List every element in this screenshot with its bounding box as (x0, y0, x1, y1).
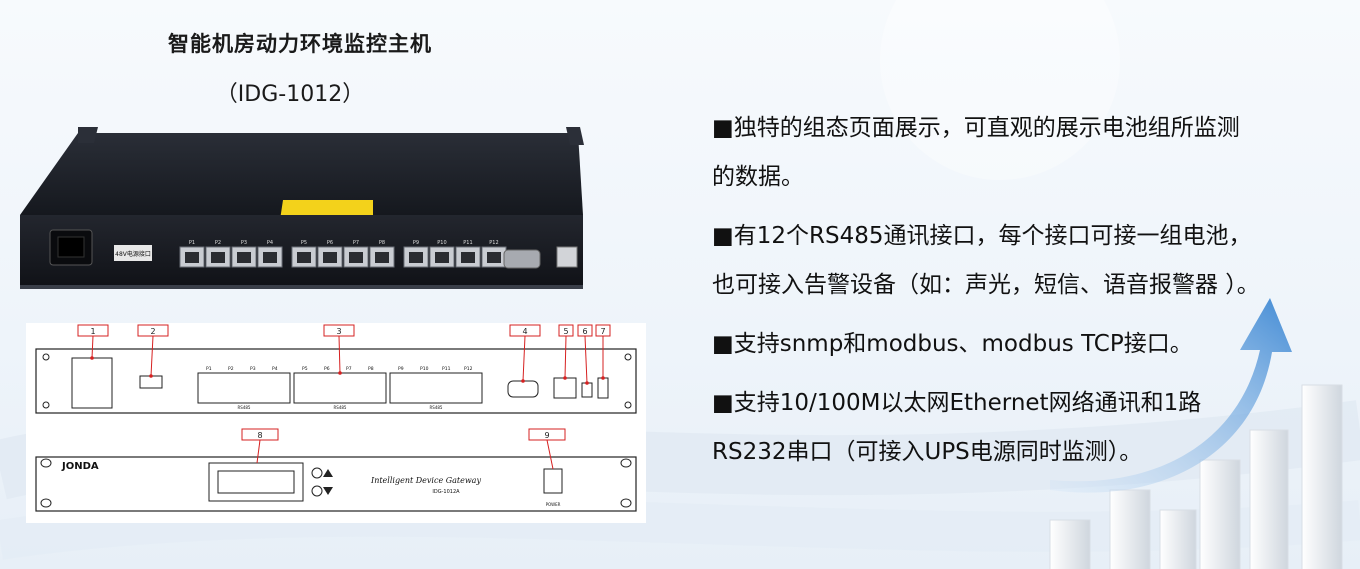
photo-port-label: P1 (189, 240, 195, 246)
rear-port-label: P12 (464, 366, 473, 372)
callout-leader (150, 335, 154, 377)
rj45-port-opening (487, 252, 501, 263)
callout-leader (522, 335, 526, 382)
rear-port-label: P7 (346, 366, 352, 372)
lcd-screen (217, 470, 295, 494)
callout-leader (91, 335, 94, 359)
callout-number: 6 (582, 327, 587, 336)
rear-port-label: P1 (206, 366, 212, 372)
rear-port-label: P10 (420, 366, 429, 372)
callout-number: 2 (150, 327, 155, 336)
callout-dot (338, 371, 342, 375)
callout-number: 1 (90, 327, 95, 336)
rj45-port-opening (237, 252, 251, 263)
callout-number: 4 (522, 327, 527, 336)
photo-port-label: P4 (267, 240, 273, 246)
photo-port-label: P8 (379, 240, 385, 246)
front-panel-outline (35, 456, 637, 512)
callout-dot (521, 379, 525, 383)
rear-port-label: P8 (368, 366, 374, 372)
rj45-port-opening (263, 252, 277, 263)
callout-number: 8 (257, 431, 262, 440)
feature-item: ■支持10/100M以太网Ethernet网络通讯和1路 RS232串口（可接入… (712, 379, 1352, 477)
rear-panel-outline (35, 348, 637, 414)
callout-dot (149, 374, 153, 378)
front-device-name: Intelligent Device Gateway (370, 476, 481, 485)
feature-line: 也可接入告警设备（如：声光，短信、语音报警器 ）。 (712, 272, 1260, 298)
photo-port-label: P5 (301, 240, 307, 246)
rj45-port-opening (349, 252, 363, 263)
rear-port-label: P2 (228, 366, 234, 372)
callout-dot (601, 376, 605, 380)
photo-port-label: P6 (327, 240, 333, 246)
rj45-port-opening (461, 252, 475, 263)
callout-leader (338, 335, 341, 374)
page-title: 智能机房动力环境监控主机 (168, 32, 432, 56)
feature-item: ■有12个RS485通讯接口，每个接口可接一组电池， 也可接入告警设备（如：声光… (712, 212, 1352, 310)
feature-line: 的数据。 (712, 164, 804, 190)
callout-number: 9 (544, 431, 549, 440)
rear-group-label: RS485 (334, 405, 347, 410)
feature-list: ■独特的组态页面展示，可直观的展示电池组所监测 的数据。 ■有12个RS485通… (712, 104, 1352, 487)
feature-line: ■有12个RS485通讯接口，每个接口可接一组电池， (712, 223, 1252, 249)
rear-port-label: P3 (250, 366, 256, 372)
rear-port-label: P5 (302, 366, 308, 372)
callout-dot (563, 376, 567, 380)
rj45-port-opening (211, 252, 225, 263)
rj45-port-opening (185, 252, 199, 263)
rj45-port-opening (435, 252, 449, 263)
callout-dot (585, 381, 589, 385)
rear-port-label: P4 (272, 366, 278, 372)
callout-number: 5 (563, 327, 568, 336)
feature-line: ■支持snmp和modbus、modbus TCP接口。 (712, 331, 1193, 357)
callout-leader (546, 439, 554, 470)
rj45-port-opening (323, 252, 337, 263)
callout-leader (256, 439, 261, 464)
rj45-port-opening (375, 252, 389, 263)
rear-group-label: RS485 (238, 405, 251, 410)
callout-leader (564, 335, 567, 379)
feature-item: ■独特的组态页面展示，可直观的展示电池组所监测 的数据。 (712, 104, 1352, 202)
photo-port-label: P11 (463, 240, 472, 246)
front-power-label: POWER (546, 502, 561, 507)
model-number: （IDG-1012） (215, 82, 365, 107)
feature-line: RS232串口（可接入UPS电源同时监测）。 (712, 439, 1143, 465)
photo-port-label: P9 (413, 240, 419, 246)
callout-number: 7 (600, 327, 605, 336)
feature-line: ■支持10/100M以太网Ethernet网络通讯和1路 (712, 390, 1202, 416)
feature-item: ■支持snmp和modbus、modbus TCP接口。 (712, 320, 1352, 369)
front-device-model: IDG-1012A (432, 489, 460, 495)
feature-line: ■独特的组态页面展示，可直观的展示电池组所监测 (712, 115, 1240, 141)
growth-arrow-graphic (1049, 298, 1343, 569)
rear-group-label: RS485 (430, 405, 443, 410)
photo-port-label: P12 (489, 240, 498, 246)
callout-number: 3 (336, 327, 341, 336)
callout-dot (90, 356, 94, 360)
rear-port-label: P6 (324, 366, 330, 372)
rear-port-label: P11 (442, 366, 451, 372)
rj45-port-opening (297, 252, 311, 263)
photo-port-label: P3 (241, 240, 247, 246)
device-photo: 48V电源接口 P1 P2 P3 P4 P5 P6 P7 P8 P9 P10 P11 P12 (20, 127, 584, 289)
power-label-48v: 48V电源接口 (115, 250, 151, 258)
rj45-port-opening (409, 252, 423, 263)
photo-port-label: P10 (437, 240, 446, 246)
photo-port-label: P7 (353, 240, 359, 246)
rear-port-label: P9 (398, 366, 404, 372)
callout-leader (584, 335, 588, 384)
front-brand: JONDA (61, 461, 99, 472)
photo-port-label: P2 (215, 240, 221, 246)
